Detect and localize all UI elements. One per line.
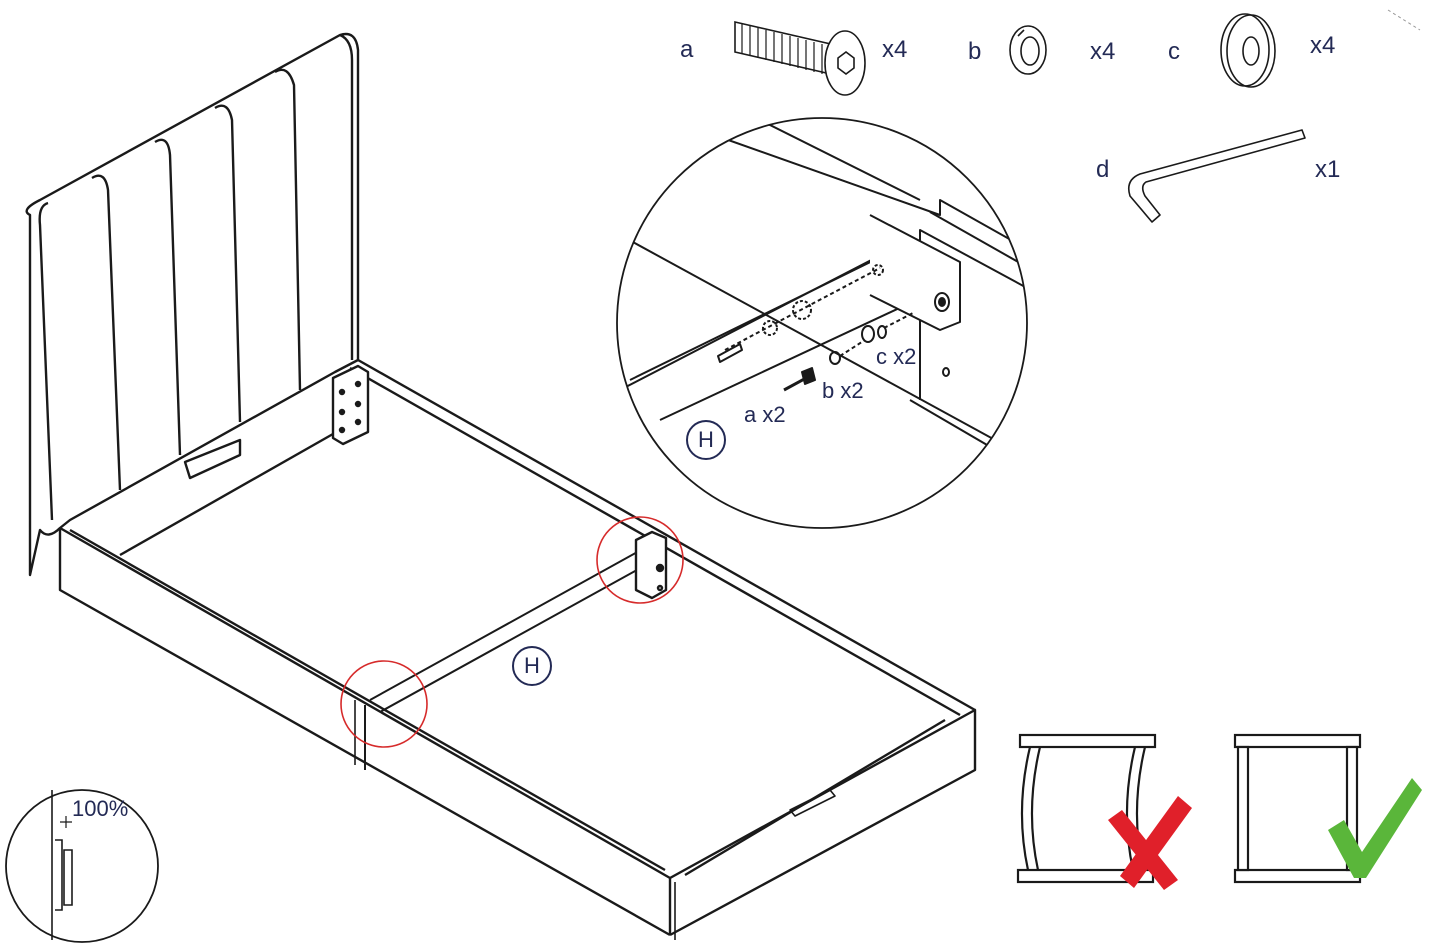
green-check-icon <box>1328 778 1422 878</box>
detail-part-tag: H <box>686 420 726 460</box>
part-a-letter: a <box>680 36 694 63</box>
part-a-qty: x4 <box>882 36 908 63</box>
tighten-detail <box>51 790 73 940</box>
part-c-qty: x4 <box>1310 32 1336 59</box>
detail-a-label: a x2 <box>744 402 786 427</box>
detail-magnifier <box>616 117 1028 529</box>
detail-c-label: c x2 <box>876 344 917 369</box>
part-b-letter: b <box>968 38 982 65</box>
highlight-circle-right <box>596 516 684 604</box>
part-d-qty: x1 <box>1315 156 1341 183</box>
part-c-letter: c <box>1168 38 1180 65</box>
red-cross-icon <box>1108 796 1192 890</box>
corner-guide <box>1387 9 1421 31</box>
part-b-qty: x4 <box>1090 38 1116 65</box>
flat-washer-icon <box>1220 13 1276 88</box>
highlight-circle-left <box>340 660 428 748</box>
allen-key-icon <box>1127 129 1306 223</box>
headboard <box>25 32 360 577</box>
crossbar-part-tag: H <box>512 646 552 686</box>
tighten-magnifier <box>5 789 159 943</box>
spring-lock-washer-icon <box>1009 25 1047 75</box>
detail-b-label: b x2 <box>822 378 864 403</box>
bed-frame <box>58 358 977 940</box>
part-d-letter: d <box>1096 156 1110 183</box>
correct-assembly <box>1233 733 1362 884</box>
tighten-percent-label: 100% <box>72 796 129 821</box>
hex-socket-bolt-icon <box>734 20 866 96</box>
